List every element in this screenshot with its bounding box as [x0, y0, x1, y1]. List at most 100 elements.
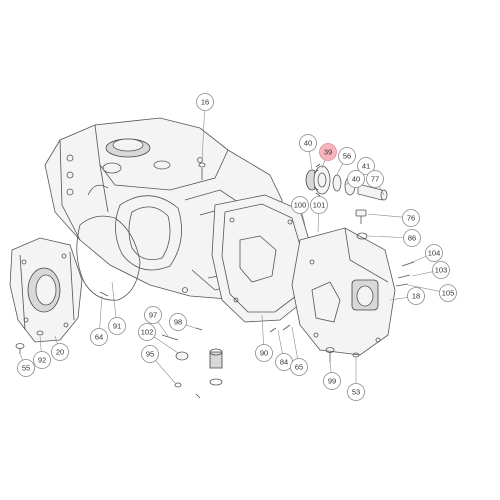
- callout-bubble[interactable]: [347, 383, 365, 401]
- callout-label: 77: [371, 175, 379, 184]
- callout-label: 91: [113, 322, 121, 331]
- callout-label: 39: [324, 148, 332, 157]
- callout-95[interactable]: 95: [141, 345, 176, 384]
- callout-leader-line: [407, 284, 440, 292]
- callout-leader-line: [308, 151, 313, 171]
- callout-label: 95: [146, 350, 154, 359]
- callout-bubble[interactable]: [347, 170, 365, 188]
- callout-label: 16: [201, 98, 209, 107]
- callout-bubble[interactable]: [291, 196, 309, 214]
- callout-bubble[interactable]: [196, 93, 214, 111]
- callout-104[interactable]: 104: [409, 244, 443, 264]
- callout-bubble[interactable]: [290, 358, 308, 376]
- callout-leader-line: [291, 326, 298, 359]
- callout-label: 20: [56, 348, 64, 357]
- callout-label: 98: [174, 318, 182, 327]
- callout-92[interactable]: 92: [33, 335, 51, 369]
- callout-label: 40: [304, 139, 312, 148]
- callout-leader-line: [409, 255, 427, 264]
- callout-bubble[interactable]: [17, 359, 35, 377]
- front-flange-cover: [9, 237, 83, 343]
- callout-leader-line: [411, 271, 433, 277]
- loose-hardware: [99, 291, 223, 399]
- callout-leader-line: [157, 321, 169, 337]
- callout-76[interactable]: 76: [367, 209, 420, 227]
- callout-bubble[interactable]: [425, 244, 443, 262]
- callout-label: 41: [362, 162, 370, 171]
- callout-bubble[interactable]: [141, 345, 159, 363]
- callout-99[interactable]: 99: [323, 361, 341, 390]
- callout-91[interactable]: 91: [108, 281, 126, 335]
- callout-bubble[interactable]: [299, 134, 317, 152]
- callout-label: 53: [352, 388, 360, 397]
- callout-105[interactable]: 105: [407, 284, 457, 302]
- callout-bubble[interactable]: [402, 209, 420, 227]
- callout-bubble[interactable]: [366, 170, 384, 188]
- callout-bubble[interactable]: [108, 317, 126, 335]
- callout-18[interactable]: 18: [389, 287, 425, 305]
- callout-bubble[interactable]: [407, 287, 425, 305]
- callout-leader-line: [277, 329, 283, 354]
- callout-leader-line: [261, 314, 264, 345]
- callout-53[interactable]: 53: [347, 357, 365, 401]
- callout-64[interactable]: 64: [90, 295, 108, 346]
- callout-100[interactable]: 100: [291, 196, 309, 226]
- callout-label: 55: [22, 364, 30, 373]
- callout-label: 64: [95, 333, 103, 342]
- callout-20[interactable]: 20: [51, 335, 69, 361]
- callout-39-highlighted[interactable]: 39: [319, 143, 337, 169]
- callout-16[interactable]: 16: [196, 93, 214, 163]
- callout-leader-line: [185, 324, 199, 330]
- callout-label: 40: [352, 175, 360, 184]
- callout-bubble[interactable]: [138, 323, 156, 341]
- callout-bubble[interactable]: [169, 313, 187, 331]
- callout-97[interactable]: 97: [144, 306, 169, 337]
- callout-102[interactable]: 102: [138, 323, 179, 354]
- callout-86[interactable]: 86: [367, 229, 421, 247]
- callout-84[interactable]: 84: [275, 329, 293, 371]
- callout-label: 56: [343, 152, 351, 161]
- callout-55[interactable]: 55: [17, 353, 35, 377]
- callout-label: 104: [428, 249, 441, 258]
- callout-bubble[interactable]: [255, 344, 273, 362]
- callout-label: 90: [260, 349, 268, 358]
- callout-label: 103: [435, 266, 448, 275]
- callout-40[interactable]: 40: [344, 170, 365, 188]
- callout-leader-line: [19, 353, 23, 361]
- callout-40[interactable]: 40: [299, 134, 317, 171]
- callout-bubble[interactable]: [357, 157, 375, 175]
- callout-leader-line: [329, 361, 332, 373]
- callout-leader-line: [39, 335, 42, 352]
- middle-cover-plate: [211, 194, 313, 323]
- callout-90[interactable]: 90: [255, 314, 273, 362]
- callout-leader-line: [378, 186, 385, 196]
- callout-leader-line: [155, 360, 176, 384]
- callout-bubble[interactable]: [439, 284, 457, 302]
- callout-98[interactable]: 98: [169, 313, 199, 331]
- callout-leader-line: [153, 336, 179, 354]
- callout-bubble[interactable]: [323, 372, 341, 390]
- callout-bubble[interactable]: [51, 343, 69, 361]
- callout-leader-line: [111, 281, 117, 318]
- flange-fasteners: [15, 330, 44, 354]
- callout-bubble[interactable]: [432, 261, 450, 279]
- callout-bubble[interactable]: [33, 351, 51, 369]
- callout-label: 102: [141, 328, 154, 337]
- callout-label: 65: [295, 363, 303, 372]
- callout-bubble[interactable]: [403, 229, 421, 247]
- callout-bubble[interactable]: [338, 147, 356, 165]
- callout-bubble[interactable]: [144, 306, 162, 324]
- small-fasteners: [198, 162, 415, 362]
- callout-leader-line: [344, 182, 349, 186]
- callout-101[interactable]: 101: [310, 196, 328, 233]
- callout-bubble[interactable]: [310, 196, 328, 214]
- callout-65[interactable]: 65: [290, 326, 308, 376]
- callout-56[interactable]: 56: [335, 147, 356, 177]
- callout-77[interactable]: 77: [366, 170, 385, 196]
- callout-103[interactable]: 103: [411, 261, 450, 279]
- callout-bubble[interactable]: [90, 328, 108, 346]
- callout-leader-line: [321, 159, 326, 169]
- callout-bubble[interactable]: [319, 143, 337, 161]
